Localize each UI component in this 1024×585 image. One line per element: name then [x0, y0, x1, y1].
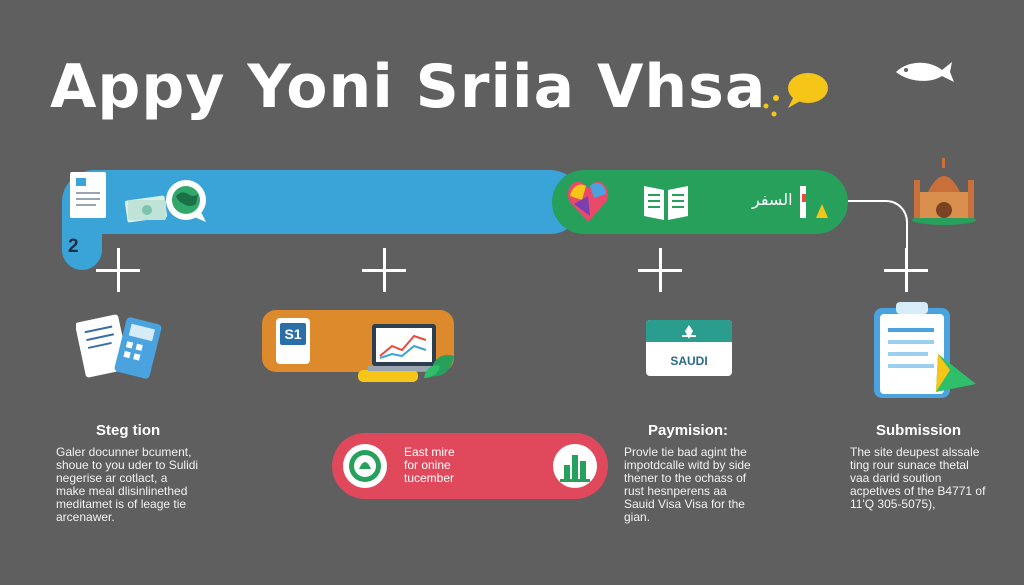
documents-icon [70, 172, 106, 218]
step1-heading: Steg tion [96, 422, 161, 439]
step1-body: Galer docunner bcument, shoue to you ude… [56, 445, 199, 524]
plus-marker-3 [638, 248, 682, 292]
city-skyline-icon [553, 444, 597, 488]
chat-bubble-icon [763, 73, 828, 117]
page-title: Appy Yoni Sriia Vhsa [50, 52, 767, 122]
document-calculator-icon [76, 314, 162, 379]
fish-icon [896, 62, 954, 82]
mosque-icon [912, 158, 976, 225]
step3-heading: Paymision: [648, 422, 729, 439]
clipboard-check-icon [874, 302, 976, 398]
cash-icon [124, 195, 168, 223]
plus-marker-4 [884, 248, 928, 292]
step4-body: The site deupest alssale ting rour sunac… [850, 445, 986, 511]
seal-icon [343, 444, 387, 488]
landmark-icon [800, 186, 828, 218]
step3-body: Provle tie bad agint the impotdcalle wit… [624, 445, 751, 524]
laptop-chart-icon [358, 324, 454, 382]
s1-badge: S1 [276, 318, 310, 364]
globe-chat-icon [166, 180, 206, 222]
heart-map-icon [567, 181, 609, 222]
step4-heading: Submission [876, 422, 962, 439]
book-icon [644, 186, 688, 220]
plus-marker-2 [362, 248, 406, 292]
emblem-icon [682, 325, 696, 339]
s1-badge-label: S1 [280, 323, 306, 345]
saudi-card-label: SAUDI [670, 354, 708, 368]
saudi-card: SAUDI [646, 320, 732, 376]
arabic-label: السفر [752, 190, 793, 209]
callout-text: East mire for onine tucember [404, 445, 455, 485]
plus-marker-1 [96, 248, 140, 292]
connector-line [848, 200, 908, 266]
step-number: 2 [68, 236, 79, 257]
